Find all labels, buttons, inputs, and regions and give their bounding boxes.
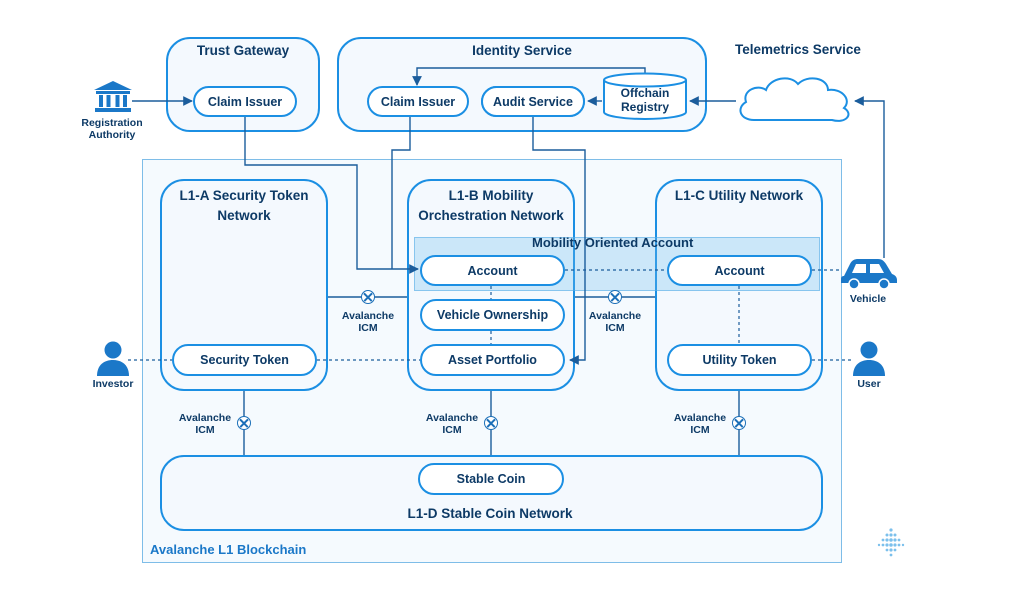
identity-service-title: Identity Service xyxy=(472,43,572,58)
car-icon xyxy=(841,259,897,290)
utility-token[interactable]: Utility Token xyxy=(667,344,812,376)
l1c-account[interactable]: Account xyxy=(667,255,812,286)
icm-label-ab: Avalanche ICM xyxy=(341,310,395,334)
security-token[interactable]: Security Token xyxy=(172,344,317,376)
avalanche-logo-icon xyxy=(877,528,905,557)
identity-claim-issuer[interactable]: Claim Issuer xyxy=(367,86,469,117)
l1a-title: L1-A Security Token Network xyxy=(179,188,309,223)
icm-label-cd: Avalanche ICM xyxy=(673,412,727,436)
l1c-title: L1-C Utility Network xyxy=(674,188,804,203)
icm-label-bc: Avalanche ICM xyxy=(588,310,642,334)
user-person-icon xyxy=(853,341,885,376)
trust-gateway-claim-issuer[interactable]: Claim Issuer xyxy=(193,86,297,117)
investor-person-icon xyxy=(97,341,129,376)
icm-label-ad: Avalanche ICM xyxy=(178,412,232,436)
l1d-title: L1-D Stable Coin Network xyxy=(407,506,573,521)
icm-node-ad xyxy=(237,416,251,430)
audit-service-pill[interactable]: Audit Service xyxy=(481,86,585,117)
l1b-account[interactable]: Account xyxy=(420,255,565,286)
investor-label: Investor xyxy=(92,378,134,390)
l1b-title: L1-B Mobility Orchestration Network xyxy=(418,188,564,223)
vehicle-ownership[interactable]: Vehicle Ownership xyxy=(420,299,565,331)
registration-authority-label: Registration Authority xyxy=(81,117,143,141)
bank-icon xyxy=(94,81,132,112)
blockchain-label: Avalanche L1 Blockchain xyxy=(150,542,307,557)
offchain-registry-database-icon xyxy=(603,72,687,120)
mobility-oriented-account-title: Mobility Oriented Account xyxy=(532,235,694,250)
icm-node-bd xyxy=(484,416,498,430)
icm-label-bd: Avalanche ICM xyxy=(425,412,479,436)
vehicle-label: Vehicle xyxy=(849,293,887,305)
icm-node-ab xyxy=(361,290,375,304)
telemetrics-service-title: Telemetrics Service xyxy=(735,42,861,57)
asset-portfolio[interactable]: Asset Portfolio xyxy=(420,344,565,376)
cloud-icon xyxy=(739,77,850,122)
icm-node-bc xyxy=(608,290,622,304)
trust-gateway-title: Trust Gateway xyxy=(196,43,290,58)
offchain-registry-label: Offchain Registry xyxy=(620,86,670,114)
stable-coin[interactable]: Stable Coin xyxy=(418,463,564,495)
user-label: User xyxy=(857,378,881,390)
icm-node-cd xyxy=(732,416,746,430)
